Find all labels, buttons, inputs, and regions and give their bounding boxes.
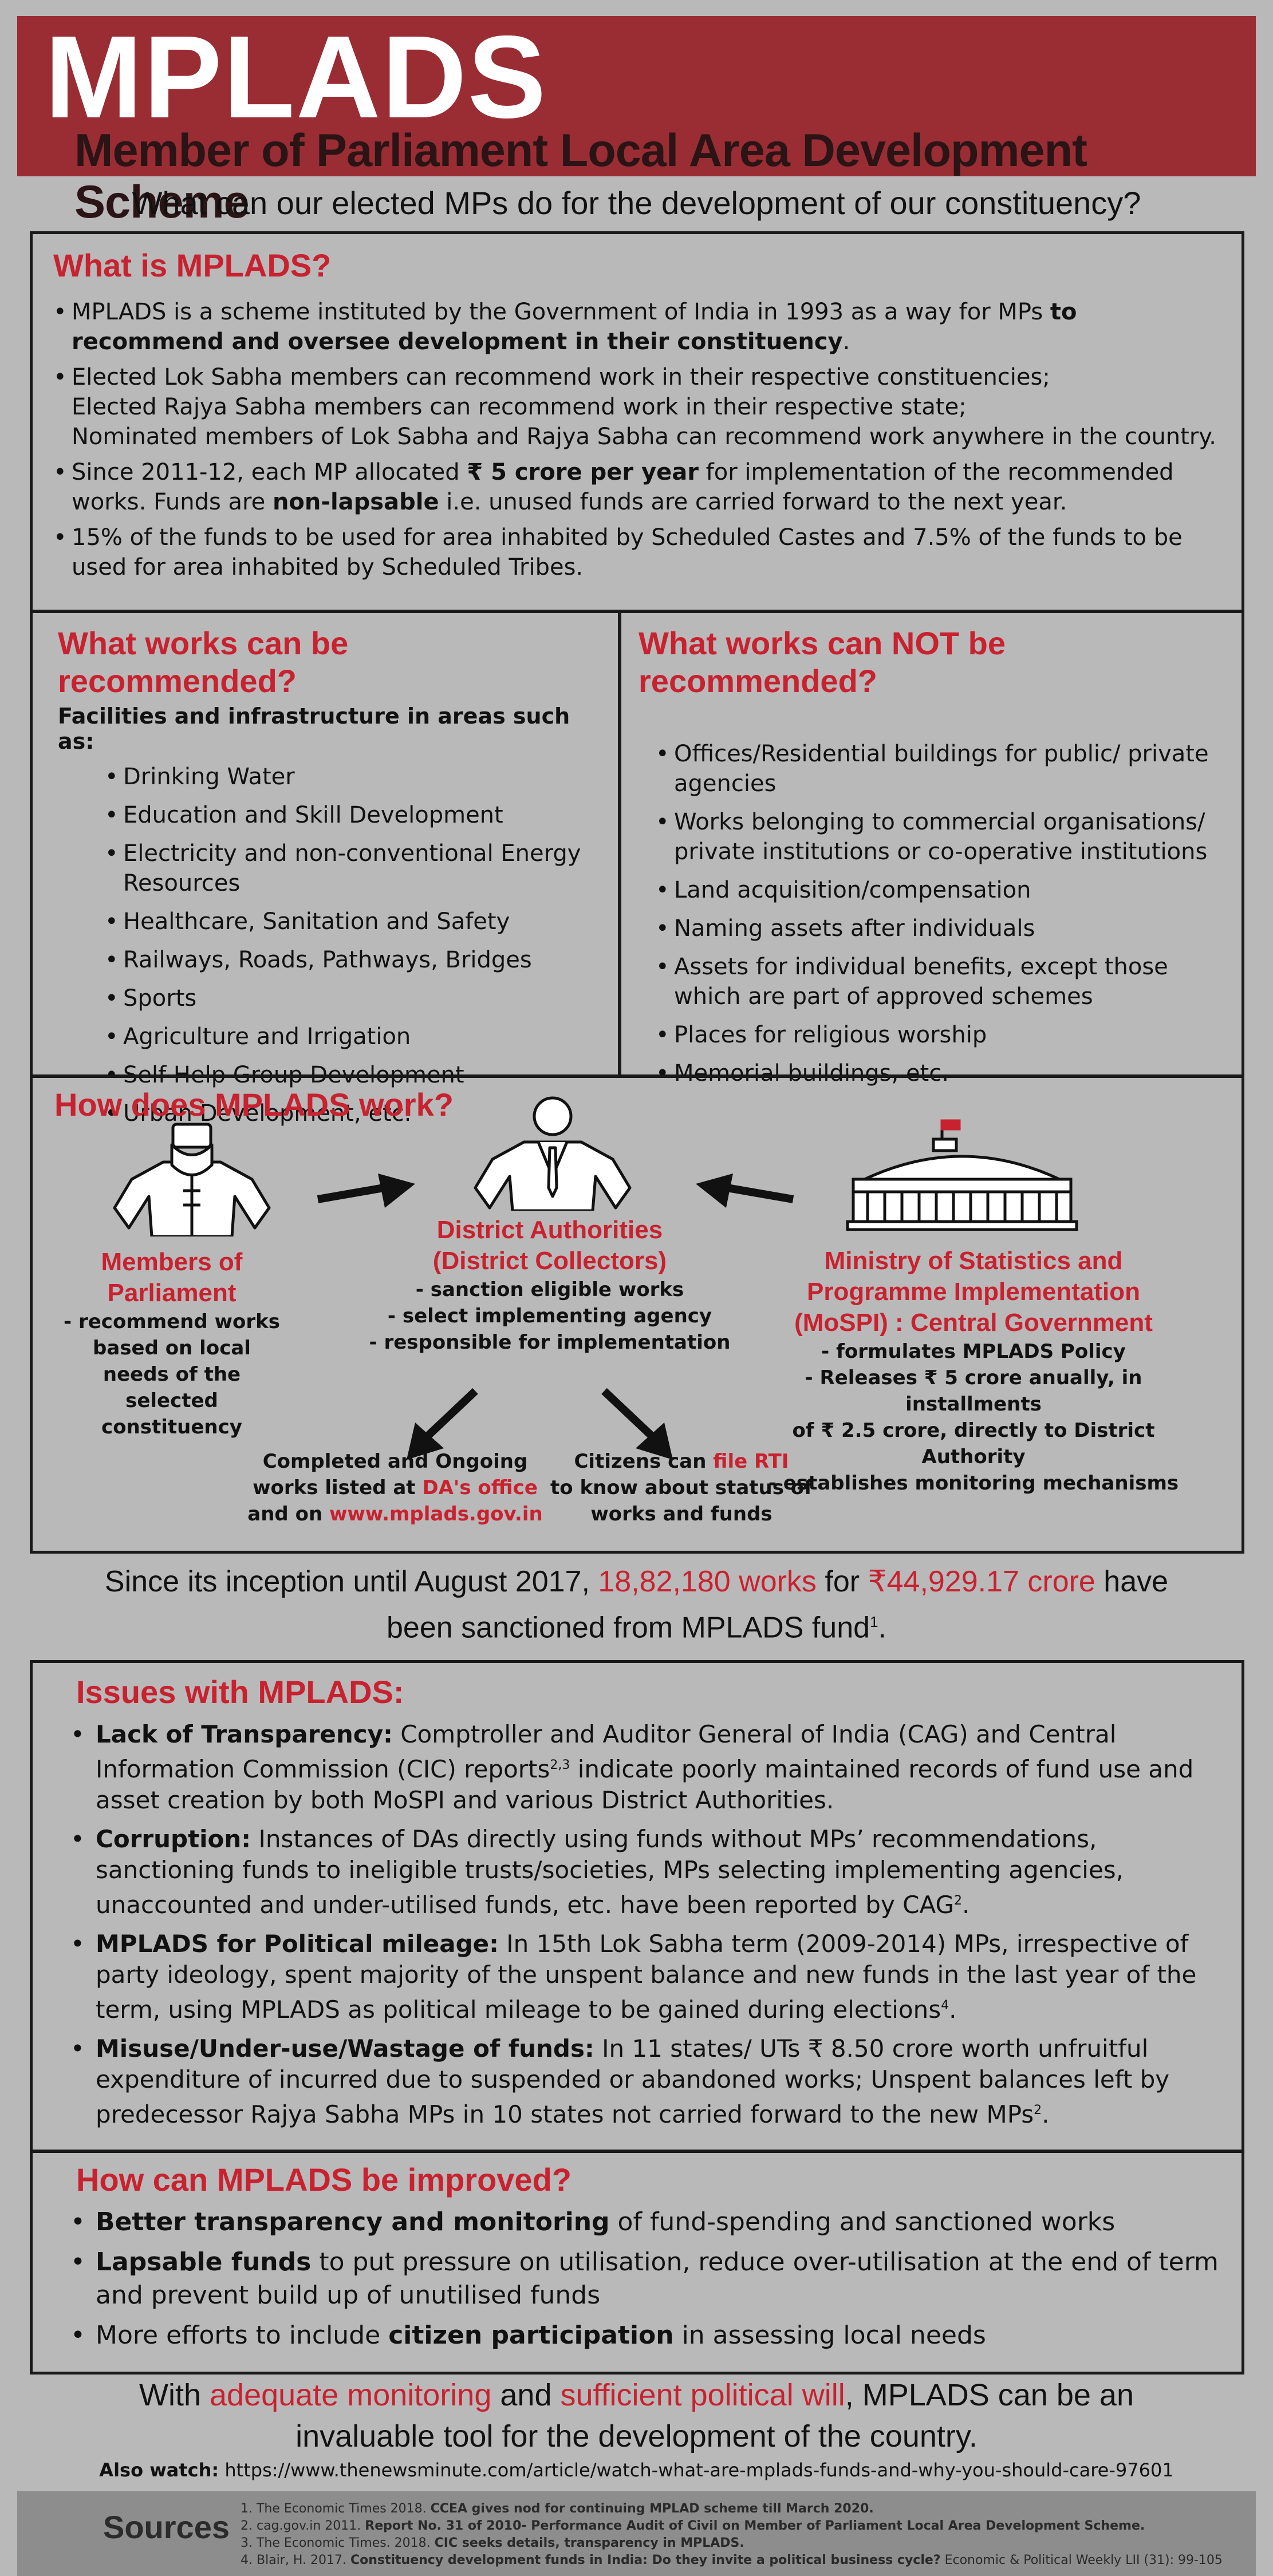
- section-title: How can MPLADS be improved?: [76, 2162, 572, 2198]
- mospi-duty: - Releases ₹ 5 crore anually, in install…: [805, 1366, 1142, 1416]
- district-authority-figure-icon: [474, 1096, 632, 1211]
- list-item: Corruption: Instances of DAs directly us…: [70, 1824, 1219, 1921]
- source-item: 3. The Economic Times. 2018. CIC seeks d…: [241, 2536, 744, 2550]
- works-line: works listed at DA's office: [253, 1476, 538, 1499]
- amount-sanctioned: ₹44,929.17 crore: [868, 1565, 1095, 1598]
- rti-block: Citizens can file RTI to know about stat…: [550, 1448, 813, 1527]
- mp-figure-icon: [113, 1123, 271, 1236]
- rti-line: Citizens can file RTI: [574, 1450, 789, 1473]
- list-item: Lack of Transparency: Comptroller and Au…: [70, 1719, 1219, 1816]
- da-duty: - select implementing agency: [387, 1305, 712, 1327]
- mospi-duty: - establishes monitoring mechanisms: [768, 1472, 1179, 1495]
- da-duty: - sanction eligible works: [415, 1278, 684, 1301]
- works-count: 18,82,180 works: [598, 1565, 817, 1598]
- also-watch: Also watch: https://www.thenewsminute.co…: [99, 2459, 1174, 2481]
- what-is-section: What is MPLADS? MPLADS is a scheme insti…: [30, 231, 1244, 613]
- lead-question: What can our elected MPs do for the deve…: [132, 185, 1141, 221]
- list-item: More efforts to include citizen particip…: [70, 2319, 1219, 2352]
- source-item: 4. Blair, H. 2017. Constituency developm…: [241, 2553, 1223, 2567]
- improve-section: How can MPLADS be improved? Better trans…: [30, 2150, 1244, 2374]
- list-item: 15% of the funds to be used for area inh…: [53, 523, 1221, 582]
- list-item: Assets for individual benefits, except t…: [656, 952, 1224, 1012]
- da-block: District Authorities (District Collector…: [349, 1215, 750, 1356]
- works-line: Completed and Ongoing: [262, 1450, 528, 1473]
- mospi-duty: of ₹ 2.5 crore, directly to District Aut…: [792, 1419, 1155, 1468]
- list-item: Drinking Water: [105, 762, 595, 792]
- list-item: Misuse/Under-use/Wastage of funds: In 11…: [70, 2033, 1219, 2130]
- issues-section: Issues with MPLADS: Lack of Transparency…: [30, 1660, 1244, 2152]
- mp-block: Members of Parliament - recommend works …: [40, 1247, 304, 1440]
- how-it-works-section: How does MPLADS work?: [30, 1075, 1244, 1554]
- arrow-left-icon: [696, 1174, 794, 1208]
- list-item: Sports: [105, 983, 595, 1013]
- parliament-building-icon: [846, 1119, 1078, 1231]
- list-item: Urban Development, etc.: [105, 1099, 595, 1128]
- list-item: Memorial buildings, etc.: [656, 1058, 1224, 1088]
- list-item: Agriculture and Irrigation: [105, 1022, 595, 1052]
- can-list: Drinking WaterEducation and Skill Develo…: [105, 762, 595, 1128]
- video-link[interactable]: https://www.thenewsminute.com/article/wa…: [219, 2459, 1174, 2481]
- arrow-right-icon: [317, 1174, 415, 1208]
- list-item: Works belonging to commercial organisati…: [656, 807, 1224, 867]
- closing-statement: With adequate monitoring and sufficient …: [139, 2378, 1134, 2453]
- section-title: What works can be recommended?: [58, 625, 349, 699]
- list-item: Healthcare, Sanitation and Safety: [105, 907, 595, 937]
- mp-description: - recommend works based on local needs o…: [64, 1310, 280, 1439]
- page-title: MPLADS: [45, 11, 547, 143]
- sources-label: Sources: [103, 2509, 230, 2545]
- mospi-title: Programme Implementation: [807, 1278, 1140, 1306]
- page-subtitle: Member of Parliament Local Area Developm…: [74, 125, 1087, 228]
- arrow-down-left-icon: [407, 1388, 478, 1460]
- list-item: MPLADS is a scheme instituted by the Gov…: [53, 297, 1221, 357]
- cannot-recommend-section: What works can NOT be recommended? Offic…: [618, 610, 1244, 1088]
- can-recommend-section: What works can be recommended? Facilitie…: [30, 610, 621, 1128]
- mospi-block: Ministry of Statistics and Programme Imp…: [744, 1246, 1203, 1496]
- list-item: Better transparency and monitoring of fu…: [70, 2206, 1219, 2239]
- source-item: 2. cag.gov.in 2011. Report No. 31 of 201…: [241, 2519, 1145, 2533]
- list-item: Railways, Roads, Pathways, Bridges: [105, 945, 595, 975]
- list-item: Education and Skill Development: [105, 800, 595, 830]
- list-item: Since 2011-12, each MP allocated ₹ 5 cro…: [53, 457, 1221, 517]
- mospi-title: Ministry of Statistics and: [824, 1247, 1123, 1275]
- mospi-title: (MoSPI) : Central Government: [794, 1309, 1153, 1337]
- da-title-sub: (District Collectors): [432, 1247, 667, 1275]
- sources-footer: Sources 1. The Economic Times 2018. CCEA…: [17, 2491, 1256, 2576]
- arrow-down-right-icon: [601, 1388, 673, 1460]
- list-item: Places for religious worship: [656, 1020, 1224, 1050]
- da-title: District Authorities: [436, 1216, 663, 1244]
- section-title: What is MPLADS?: [53, 247, 332, 283]
- list-item: Electricity and non-conventional Energy …: [105, 839, 595, 898]
- cannot-list: Offices/Residential buildings for public…: [656, 739, 1224, 1088]
- mospi-duty: - formulates MPLADS Policy: [821, 1340, 1126, 1363]
- da-duty: - responsible for implementation: [369, 1331, 731, 1354]
- mplads-website-link[interactable]: www.mplads.gov.in: [329, 1503, 543, 1526]
- works-listed-block: Completed and Ongoing works listed at DA…: [246, 1448, 544, 1527]
- inception-statement: Since its inception until August 2017, 1…: [104, 1565, 1169, 1645]
- rti-line: to know about status of: [550, 1476, 813, 1499]
- rti-line: works and funds: [590, 1503, 773, 1526]
- source-item: 1. The Economic Times 2018. CCEA gives n…: [241, 2502, 874, 2516]
- section-title: Issues with MPLADS:: [76, 1674, 404, 1710]
- list-item: Elected Lok Sabha members can recommend …: [53, 362, 1221, 452]
- list-item: MPLADS for Political mileage: In 15th Lo…: [70, 1929, 1219, 2025]
- mp-title: Members of Parliament: [101, 1248, 243, 1307]
- works-line: and on www.mplads.gov.in: [247, 1503, 543, 1526]
- list-item: Naming assets after individuals: [656, 914, 1224, 943]
- section-title: What works can NOT be recommended?: [639, 625, 1006, 699]
- sources-list: 1. The Economic Times 2018. CCEA gives n…: [241, 2500, 1223, 2569]
- list-item: Land acquisition/compensation: [656, 875, 1224, 905]
- list-item: Lapsable funds to put pressure on utilis…: [70, 2246, 1219, 2312]
- header-banner: MPLADS Member of Parliament Local Area D…: [17, 11, 1256, 228]
- section-subtitle: Facilities and infrastructure in areas s…: [58, 704, 570, 754]
- section-title: How does MPLADS work?: [54, 1086, 454, 1123]
- list-item: Offices/Residential buildings for public…: [656, 739, 1224, 799]
